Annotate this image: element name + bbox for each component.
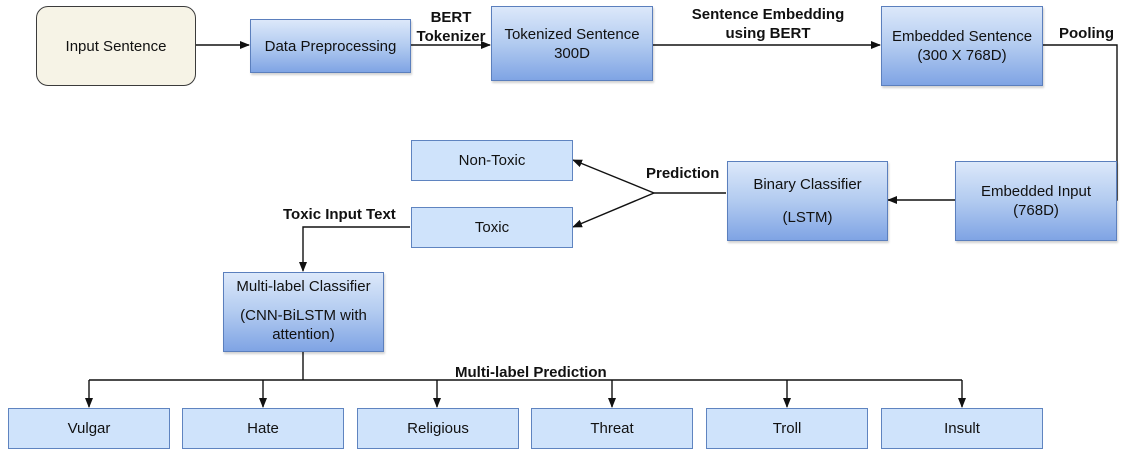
sentence-embedding-label: Sentence Embedding using BERT (670, 5, 866, 43)
arrow-split-to-toxic (572, 192, 655, 228)
multilabel-prediction-label: Multi-label Prediction (455, 364, 607, 381)
output-troll-node: Troll (706, 408, 868, 449)
output-insult-node: Insult (881, 408, 1043, 449)
output-troll-label: Troll (772, 420, 802, 437)
output-hate-node: Hate (182, 408, 344, 449)
output-vulgar-label: Vulgar (67, 420, 111, 437)
output-religious-node: Religious (357, 408, 519, 449)
output-vulgar-node: Vulgar (8, 408, 170, 449)
output-hate-label: Hate (247, 420, 279, 437)
output-threat-label: Threat (590, 420, 634, 437)
data-preprocessing-node: Data Preprocessing (250, 19, 411, 73)
multilabel-classifier-node: Multi-label Classifier (CNN-BiLSTM with … (223, 272, 384, 352)
bert-tokenizer-line2: Tokenizer (416, 28, 486, 45)
binary-classifier-model: (LSTM) (782, 208, 833, 226)
output-insult-label: Insult (944, 420, 980, 437)
non-toxic-node: Non-Toxic (411, 140, 573, 181)
bert-tokenizer-label: BERT Tokenizer (412, 8, 490, 46)
pooling-label: Pooling (1059, 25, 1114, 42)
sentence-embedding-line2: using BERT (725, 25, 811, 42)
tokenized-sentence-node: Tokenized Sentence 300D (491, 6, 653, 81)
sentence-embedding-line1: Sentence Embedding (691, 6, 845, 23)
toxic-node: Toxic (411, 207, 573, 248)
embedded-input-label: Embedded Input (980, 183, 1092, 200)
input-sentence-label: Input Sentence (65, 37, 167, 55)
multilabel-classifier-model-cont: attention) (272, 326, 335, 343)
embedded-sentence-node: Embedded Sentence (300 X 768D) (881, 6, 1043, 86)
arrow-toxic-to-multilabel (299, 226, 410, 272)
binary-classifier-label: Binary Classifier (753, 176, 862, 194)
bert-tokenizer-line1: BERT (430, 9, 472, 26)
output-threat-node: Threat (531, 408, 693, 449)
embedded-input-node: Embedded Input (768D) (955, 161, 1117, 241)
embedded-sentence-dim: (300 X 768D) (917, 47, 1007, 64)
embedded-sentence-label: Embedded Sentence (891, 28, 1033, 45)
embedded-input-dim: (768D) (1013, 202, 1059, 219)
prediction-label: Prediction (646, 165, 720, 182)
multilabel-classifier-model: (CNN-BiLSTM with (240, 307, 367, 324)
output-religious-label: Religious (407, 420, 469, 437)
arrow-split-to-nontoxic (572, 159, 655, 194)
toxic-input-text-label: Toxic Input Text (283, 206, 396, 223)
toxic-label: Toxic (474, 219, 510, 236)
input-sentence-node: Input Sentence (36, 6, 196, 86)
data-preprocessing-label: Data Preprocessing (264, 37, 397, 55)
binary-classifier-node: Binary Classifier (LSTM) (727, 161, 888, 241)
tokenized-sentence-label: Tokenized Sentence (504, 25, 640, 43)
non-toxic-label: Non-Toxic (458, 152, 526, 169)
tokenized-sentence-dim: 300D (554, 44, 590, 62)
multilabel-classifier-label: Multi-label Classifier (236, 278, 371, 295)
